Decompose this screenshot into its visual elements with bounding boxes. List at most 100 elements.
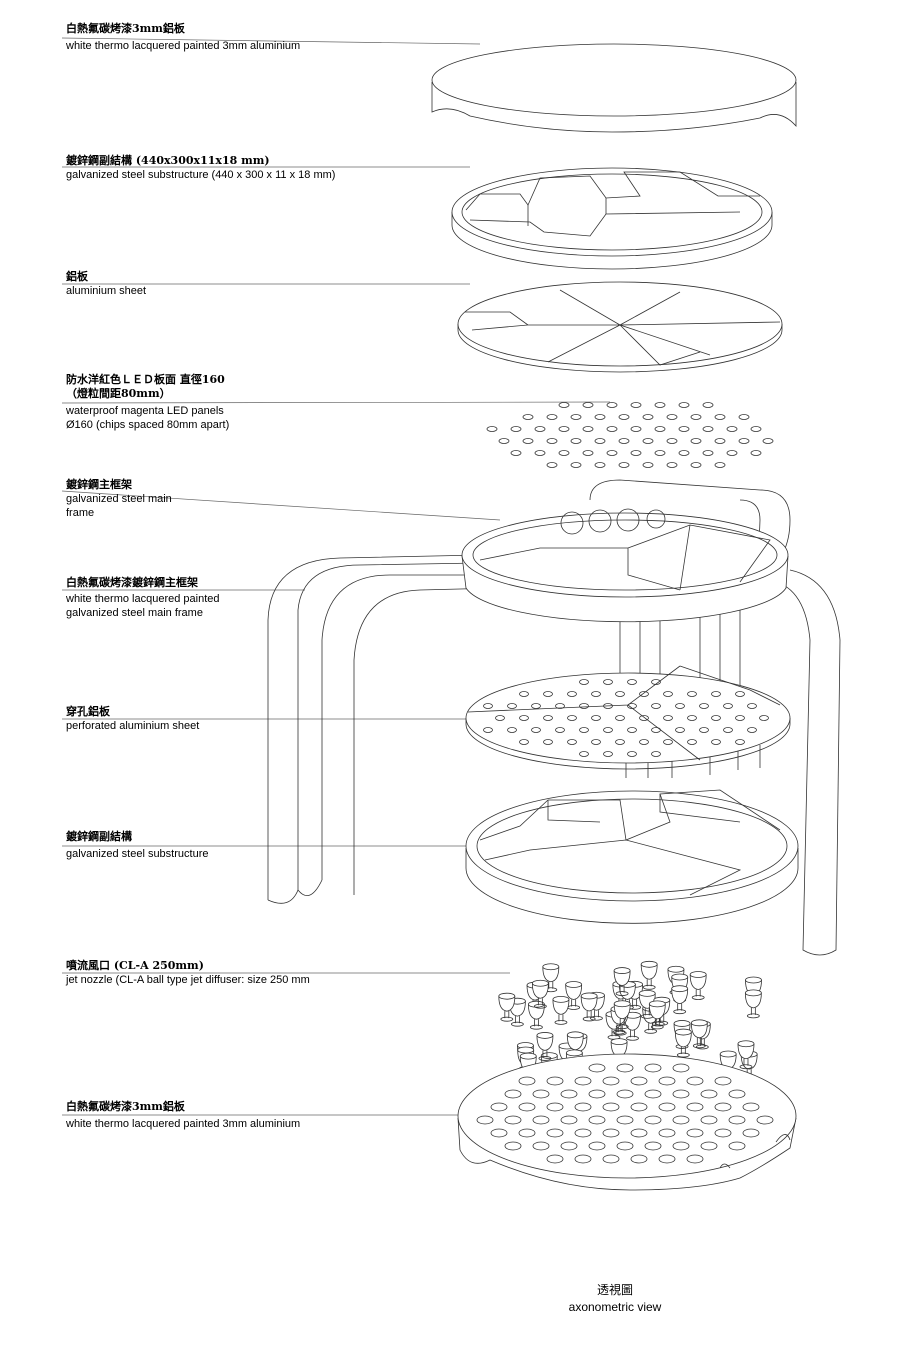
led-dot [630, 426, 642, 432]
nozzle-body [689, 974, 707, 997]
bottom-hole [532, 1141, 550, 1151]
perforation-hole [687, 715, 697, 721]
bottom-hole [504, 1115, 522, 1125]
led-dot [570, 462, 582, 468]
nozzle-base [613, 1030, 627, 1036]
perforation-hole [639, 715, 649, 721]
nozzle-base [529, 1024, 543, 1030]
nozzle-base [500, 1016, 514, 1022]
bottom-hole [476, 1115, 494, 1125]
label-en: white thermo lacquered painted [66, 593, 220, 605]
main-frame-ring [461, 508, 789, 623]
nozzle-base [642, 984, 656, 990]
nozzle-base [644, 1028, 658, 1034]
perforation-hole [507, 727, 517, 733]
nozzle-rim [690, 1019, 708, 1027]
perforation-hole [519, 715, 529, 721]
bottom-hole [504, 1089, 522, 1099]
led-dot [534, 450, 546, 456]
label-zh: 鍍鋅鋼副結構 (440x300x11x18 mm) [66, 154, 270, 167]
bottom-hole [700, 1141, 718, 1151]
label-zh: 穿孔鋁板 [66, 705, 110, 718]
perforation-hole [591, 715, 601, 721]
bottom-hole [560, 1141, 578, 1151]
label-en: galvanized steel substructure (440 x 300… [66, 169, 336, 181]
label-en: aluminium sheet [66, 285, 147, 297]
bottom-hole [602, 1154, 620, 1164]
perforation-hole [591, 739, 601, 745]
perforation-hole [627, 679, 637, 685]
perforation-hole [555, 703, 565, 709]
nozzle-base [626, 1035, 639, 1041]
nozzle-rim [536, 1032, 554, 1039]
substructure-top [451, 167, 773, 270]
led-dot [618, 414, 630, 420]
nozzle-base [651, 1021, 665, 1027]
jet-nozzle [648, 1000, 666, 1030]
bottom-hole [700, 1089, 718, 1099]
nozzle-base [692, 1043, 706, 1049]
led-dot [582, 402, 594, 408]
jet-nozzle [674, 1028, 692, 1058]
led-dot [558, 450, 570, 456]
nozzle-base [590, 1015, 603, 1021]
bottom-hole [518, 1102, 536, 1112]
bottom-hole [686, 1076, 704, 1086]
led-dot [558, 402, 570, 408]
led-dot [678, 450, 690, 456]
perforation-hole [579, 727, 589, 733]
bottom-hole [588, 1089, 606, 1099]
nozzle-rim [527, 1000, 545, 1008]
bottom-hole [588, 1141, 606, 1151]
bottom-plate-holes [476, 1063, 774, 1164]
perforation-hole [687, 691, 697, 697]
label-jet-nozzle: 噴流風口 (CL-A 250mm) jet nozzle (CL-A ball … [66, 959, 310, 987]
bottom-hole [574, 1128, 592, 1138]
led-dot [582, 450, 594, 456]
led-dot [654, 450, 666, 456]
label-perforated-sheet: 穿孔鋁板 perforated aluminium sheet [66, 705, 199, 733]
perforation-hole [483, 727, 493, 733]
bottom-hole [602, 1102, 620, 1112]
perforation-hole [507, 703, 517, 709]
nozzle-rim [689, 971, 707, 978]
bottom-hole [742, 1102, 760, 1112]
nozzle-rim [640, 960, 658, 968]
label-top-lid: 白熱氟碳烤漆3mm鋁板 white thermo lacquered paint… [66, 22, 300, 53]
top-lid [431, 43, 797, 133]
perforation-hole [651, 727, 661, 733]
perforation-hole [627, 751, 637, 757]
perforation-hole [675, 727, 685, 733]
led-dot [714, 438, 726, 444]
nozzle-rim [745, 976, 762, 984]
jet-nozzle [613, 1000, 631, 1030]
nozzle-base [615, 991, 629, 996]
led-dot [642, 414, 654, 420]
nozzle-rim [517, 1046, 535, 1054]
perforation-hole [651, 751, 661, 757]
bottom-hole [560, 1089, 578, 1099]
led-dot [522, 414, 534, 420]
bottom-hole [616, 1063, 634, 1073]
bottom-hole [644, 1089, 662, 1099]
label-en: white thermo lacquered painted 3mm alumi… [66, 40, 301, 52]
led-dot [738, 438, 750, 444]
nozzle-base [615, 1024, 629, 1030]
label-en: galvanized steel main [66, 493, 172, 505]
perforation-hole [699, 727, 709, 733]
bottom-hole [546, 1128, 564, 1138]
nozzle-rim [540, 1052, 558, 1060]
nozzle-base [554, 1019, 568, 1025]
nozzle-rim [671, 985, 689, 993]
bottom-hole [658, 1128, 676, 1138]
led-dot [654, 426, 666, 432]
perforation-hole [735, 715, 745, 721]
bottom-hole [686, 1128, 704, 1138]
label-main-frame: 鍍鋅鋼主框架 galvanized steel main frame [66, 478, 172, 520]
bottom-plate [457, 1053, 797, 1191]
perforation-hole [687, 739, 697, 745]
aluminium-sheet [457, 281, 783, 373]
led-dot [582, 426, 594, 432]
label-led-panels: 防水洋紅色ＬＥＤ板面 直徑160 （燈粒間距80mm） waterproof m… [66, 373, 229, 432]
